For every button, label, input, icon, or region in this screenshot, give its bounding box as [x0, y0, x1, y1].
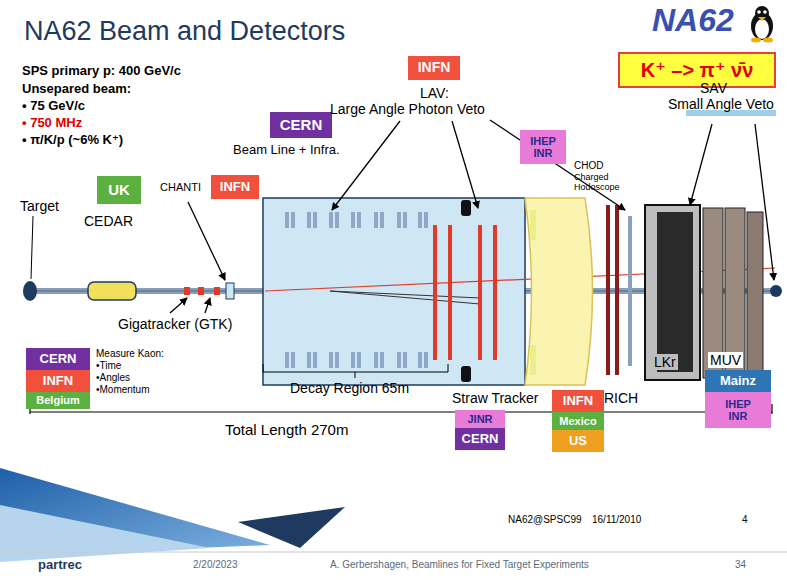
note-text: •Momentum	[96, 384, 150, 396]
institute-tag: CERN	[270, 112, 332, 138]
footer-date: 2/20/2023	[193, 559, 238, 571]
detector-name: LKr	[652, 354, 678, 370]
beam-note: • π/K/p (~6% K⁺)	[22, 133, 123, 148]
detector-name: Beam Line + Infra.	[233, 143, 340, 158]
tag-text: IHEP INR	[525, 135, 561, 159]
formula-box: K⁺ –> π⁺ ν̄ν	[618, 52, 776, 88]
tag-text: INFN	[43, 374, 73, 388]
decay-vessel	[263, 198, 525, 385]
target-symbol	[23, 281, 37, 301]
detector-name: LAV:	[420, 85, 449, 101]
detector-name: Decay Region 65m	[290, 380, 409, 396]
institute-tag: JINR	[455, 410, 505, 428]
institute-tag: UK	[97, 176, 141, 204]
detector-name: RICH	[604, 390, 638, 406]
tag-text: US	[569, 434, 587, 448]
rich-vessel	[525, 198, 593, 385]
cedar-detector	[88, 282, 136, 300]
detector-name: Small Angle Veto	[668, 96, 774, 112]
institute-tag: Mexico	[552, 412, 604, 430]
detector-name: Straw Tracker	[452, 390, 538, 406]
bracket	[263, 364, 448, 372]
leader-line	[31, 216, 33, 279]
tag-text: JINR	[467, 413, 492, 425]
institute-tag: INFN	[211, 175, 259, 199]
institute-tag: CERN	[455, 428, 505, 450]
magnet	[461, 200, 471, 216]
institute-tag: IHEP INR	[705, 392, 771, 428]
institute-tag: IHEP INR	[520, 130, 566, 164]
institute-tag: INFN	[26, 370, 90, 392]
decay-track	[330, 291, 480, 298]
chanti-detector	[226, 283, 234, 299]
detector-name: CHANTI	[160, 181, 201, 194]
footer-text: A. Gerbershagen, Beamlines for Fixed Tar…	[330, 559, 589, 571]
bracket	[355, 372, 356, 378]
institute-tag: CERN	[26, 348, 90, 370]
note-text: •Angles	[96, 372, 130, 384]
slide-title: NA62 Beam and Detectors	[24, 16, 345, 47]
detector-name: SAV	[700, 80, 727, 96]
detector-name: MUV	[708, 352, 743, 368]
logo-text: NA62	[652, 2, 734, 39]
tag-text: INFN	[563, 394, 593, 408]
page-number: 4	[742, 514, 748, 526]
rich-mirror	[530, 210, 536, 240]
slide-note: NA62@SPSC99	[508, 514, 582, 526]
tag-text: Mexico	[559, 415, 596, 427]
detector-name: CEDAR	[84, 213, 133, 229]
gtk-stations	[184, 287, 220, 295]
footer-triangle	[0, 505, 210, 562]
tag-text: CERN	[280, 117, 323, 134]
decay-track	[330, 291, 480, 304]
institute-tag: INFN	[408, 56, 460, 80]
detector-name: Charged Hodoscope	[574, 172, 632, 193]
beam-note: • 750 MHz	[22, 116, 82, 131]
tag-text: UK	[108, 182, 130, 199]
detector-name: CHOD	[574, 160, 603, 172]
magnet	[461, 366, 471, 382]
footer-logo: partrec	[38, 558, 82, 573]
tag-text: CERN	[40, 352, 77, 366]
muv-block	[747, 212, 763, 374]
institute-tag: INFN	[552, 390, 604, 412]
note-text: •Time	[96, 360, 121, 372]
sav-detector	[770, 285, 782, 297]
detector-name: Target	[20, 198, 59, 214]
penguin-logo	[751, 6, 773, 43]
leader-arrows	[170, 120, 774, 313]
lkr-calorimeter	[645, 205, 700, 380]
rich-mirror	[530, 345, 536, 375]
institute-tag: Mainz	[705, 370, 771, 392]
dimension-line	[30, 404, 772, 414]
beam-note: SPS primary p: 400 GeV/c	[22, 64, 181, 79]
tag-text: Belgium	[36, 394, 79, 406]
tag-text: INFN	[418, 60, 451, 75]
page-number: 34	[735, 559, 746, 571]
chod-plane	[615, 205, 619, 375]
straw-planes	[435, 225, 495, 360]
lkr-core	[657, 212, 693, 372]
detector-name: Large Angle Photon Veto	[330, 101, 485, 117]
beam-note: Unsepared beam:	[22, 82, 131, 97]
beam-note: • 75 GeV/c	[22, 99, 85, 114]
lav-stations	[285, 212, 428, 368]
tag-text: IHEP INR	[718, 398, 758, 422]
institute-tag: Belgium	[26, 392, 90, 409]
tag-text: K⁺ –> π⁺ ν̄ν	[641, 59, 754, 81]
footer-rule	[0, 552, 787, 553]
note-text: Measure Kaon:	[96, 348, 164, 360]
tag-text: INFN	[220, 180, 250, 194]
lav-station	[628, 216, 632, 366]
tag-text: Mainz	[720, 374, 756, 388]
institute-tag: US	[552, 430, 604, 452]
tag-text: CERN	[462, 432, 499, 446]
detector-name: Gigatracker (GTK)	[118, 316, 232, 332]
footer-triangle	[238, 507, 345, 548]
chod-plane	[606, 205, 610, 375]
slide-note: 16/11/2010	[592, 514, 641, 526]
dimension-label: Total Length 270m	[225, 421, 348, 438]
